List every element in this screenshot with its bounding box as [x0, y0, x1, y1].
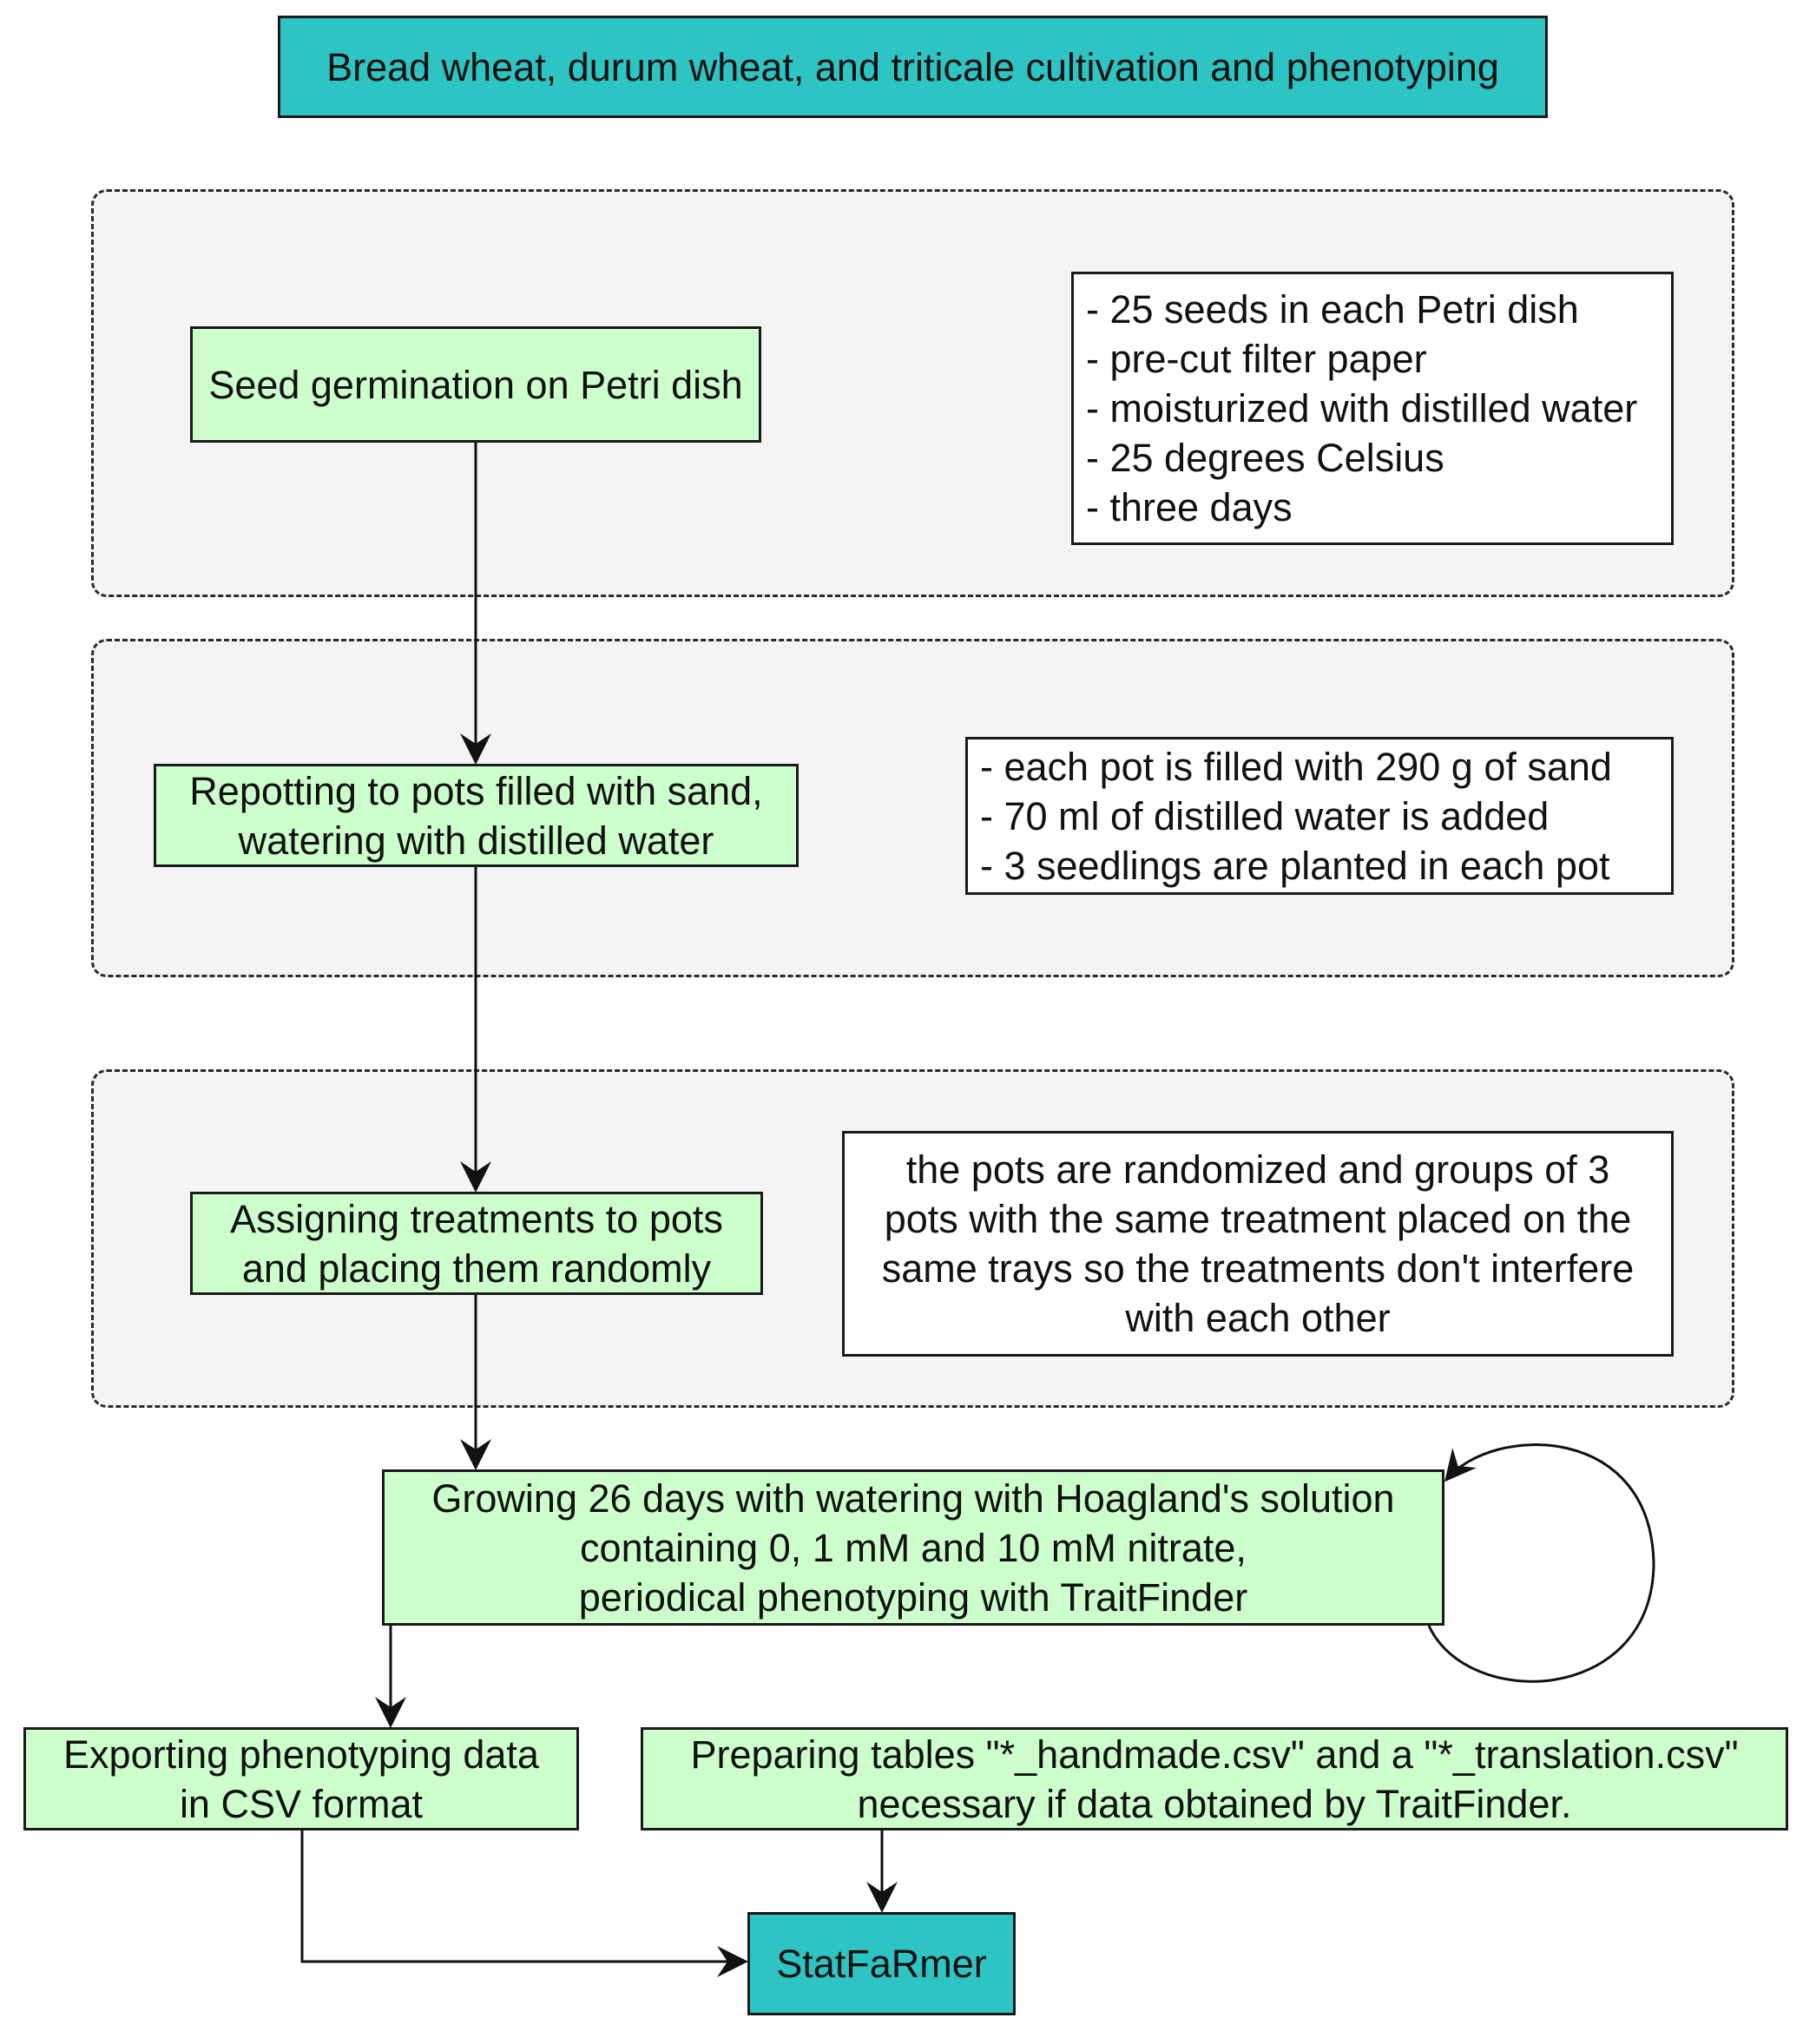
step-preparing-line: necessary if data obtained by TraitFinde… — [857, 1781, 1572, 1826]
note-assigning-line: the pots are randomized and groups of 3 — [905, 1147, 1610, 1192]
step-assigning-treatments: Assigning treatments to pots and placing… — [190, 1192, 763, 1295]
step-repotting: Repotting to pots filled with sand, wate… — [154, 764, 799, 867]
step-growing-line: Growing 26 days with watering with Hoagl… — [431, 1475, 1395, 1521]
step-exporting-line: Exporting phenotyping data — [63, 1732, 539, 1777]
statfarmer-text: StatFaRmer — [776, 1942, 987, 1986]
note-assigning: the pots are randomized and groups of 3 … — [842, 1131, 1674, 1357]
note-repotting-line: - 3 seedlings are planted in each pot — [980, 843, 1610, 888]
step-growing: Growing 26 days with watering with Hoagl… — [382, 1469, 1444, 1626]
note-repotting-line: - each pot is filled with 290 g of sand — [980, 744, 1612, 789]
note-germination-line: - three days — [1086, 485, 1293, 529]
statfarmer-box: StatFaRmer — [747, 1912, 1016, 2015]
note-germination: - 25 seeds in each Petri dish - pre-cut … — [1071, 272, 1674, 545]
note-assigning-line: same trays so the treatments don't inter… — [881, 1246, 1635, 1291]
note-repotting: - each pot is filled with 290 g of sand … — [965, 737, 1674, 895]
note-germination-line: - 25 seeds in each Petri dish — [1086, 287, 1579, 332]
step-seed-germination: Seed germination on Petri dish — [190, 326, 761, 443]
title-box: Bread wheat, durum wheat, and triticale … — [278, 16, 1548, 118]
step-growing-line: periodical phenotyping with TraitFinder — [578, 1574, 1248, 1620]
step-assigning-line: Assigning treatments to pots — [230, 1196, 723, 1241]
step-exporting-data: Exporting phenotyping data in CSV format — [23, 1727, 579, 1830]
title-text: Bread wheat, durum wheat, and triticale … — [326, 44, 1499, 89]
step-exporting-line: in CSV format — [179, 1781, 424, 1826]
step-repotting-line: Repotting to pots filled with sand, — [189, 768, 763, 813]
note-germination-line: - pre-cut filter paper — [1086, 337, 1427, 381]
step-preparing-line: Preparing tables "*_handmade.csv" and a … — [690, 1732, 1739, 1777]
note-germination-line: - moisturized with distilled water — [1086, 386, 1638, 430]
note-germination-line: - 25 degrees Celsius — [1086, 436, 1444, 480]
step-assigning-line: and placing them randomly — [241, 1245, 712, 1291]
note-repotting-line: - 70 ml of distilled water is added — [980, 793, 1550, 838]
step-growing-line: containing 0, 1 mM and 10 mM nitrate, — [580, 1525, 1247, 1570]
arrow-growing-self-loop — [1427, 1443, 1655, 1683]
note-assigning-line: pots with the same treatment placed on t… — [884, 1197, 1632, 1241]
note-assigning-line: with each other — [1125, 1296, 1391, 1340]
step-seed-germination-text: Seed germination on Petri dish — [208, 362, 743, 407]
step-repotting-line: watering with distilled water — [238, 818, 714, 863]
arrow-exporting-to-statfarmer — [300, 1830, 748, 1977]
step-preparing-tables: Preparing tables "*_handmade.csv" and a … — [641, 1727, 1788, 1830]
